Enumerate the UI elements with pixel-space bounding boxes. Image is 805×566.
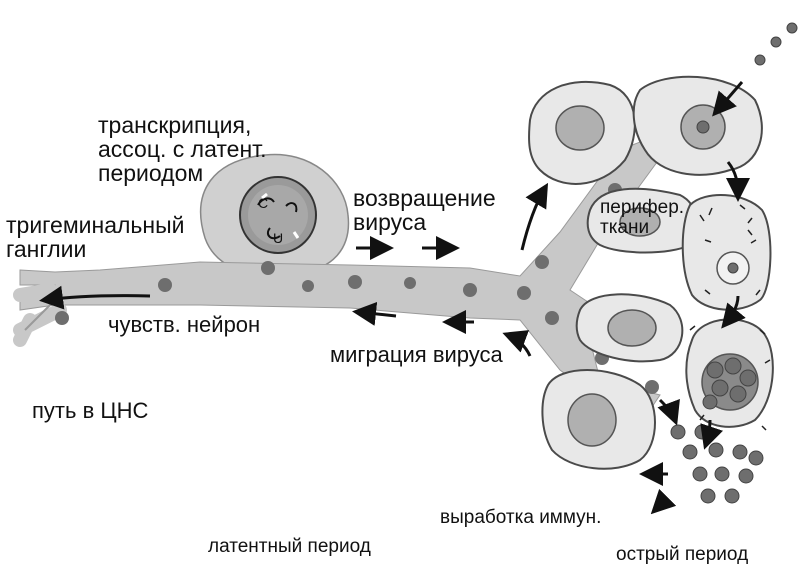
transcription-label: транскрипция, ассоц. с латент. периодом xyxy=(98,113,267,185)
cns-path-label: путь в ЦНС xyxy=(32,399,148,422)
immune-production-label: выработка иммун. xyxy=(440,508,601,528)
acute-period-label: острый период xyxy=(616,545,748,565)
virus-migration-label: миграция вируса xyxy=(330,343,503,366)
svg-text:U: U xyxy=(273,230,283,246)
latent-period-label: латентный период xyxy=(208,537,371,557)
sensory-neuron-label: чувств. нейрон xyxy=(108,313,260,336)
trigeminal-ganglion-label: тригеминальный ганглии xyxy=(6,213,185,261)
svg-text:C: C xyxy=(258,195,268,211)
peripheral-tissue-label: перифер. ткани xyxy=(600,198,684,238)
virus-return-label: возвращение вируса xyxy=(353,186,496,234)
